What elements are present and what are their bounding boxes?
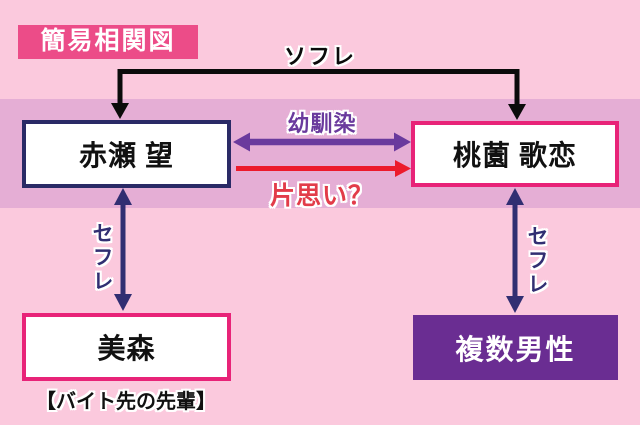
sefure-right-arrowhead-down bbox=[506, 296, 524, 313]
edge-label-sofure: ソフレ bbox=[283, 44, 356, 69]
kataomoi-arrowhead-right bbox=[395, 160, 411, 177]
sefure-left-arrowhead-down bbox=[114, 294, 132, 311]
sofure-arrowhead-right-down bbox=[508, 104, 526, 120]
sofure-connector bbox=[117, 69, 520, 104]
osananajimi-arrowhead-left bbox=[233, 132, 250, 152]
edge-label-sefure-left: セフレ bbox=[90, 222, 114, 294]
osananajimi-arrowhead-right bbox=[394, 132, 411, 152]
node-multiple-men: 複数男性 bbox=[413, 315, 618, 380]
sefure-left-arrowhead-up bbox=[114, 188, 132, 205]
edge-label-kataomoi: 片思い？ bbox=[269, 183, 374, 210]
node-akase-nozomi: 赤瀬 望 bbox=[22, 120, 231, 188]
sofure-arrowhead-left-down bbox=[111, 103, 129, 119]
node-mimori: 美森 bbox=[22, 313, 231, 381]
node-momozono-karen: 桃薗 歌恋 bbox=[411, 121, 619, 187]
edge-label-osananajimi: 幼馴染 bbox=[287, 111, 357, 136]
sefure-right-arrowhead-up bbox=[506, 188, 524, 205]
edge-label-sefure-right: セフレ bbox=[525, 225, 549, 297]
mimori-caption: 【バイト先の先輩】 bbox=[36, 391, 216, 413]
diagram-title: 簡易相関図 bbox=[18, 25, 198, 59]
